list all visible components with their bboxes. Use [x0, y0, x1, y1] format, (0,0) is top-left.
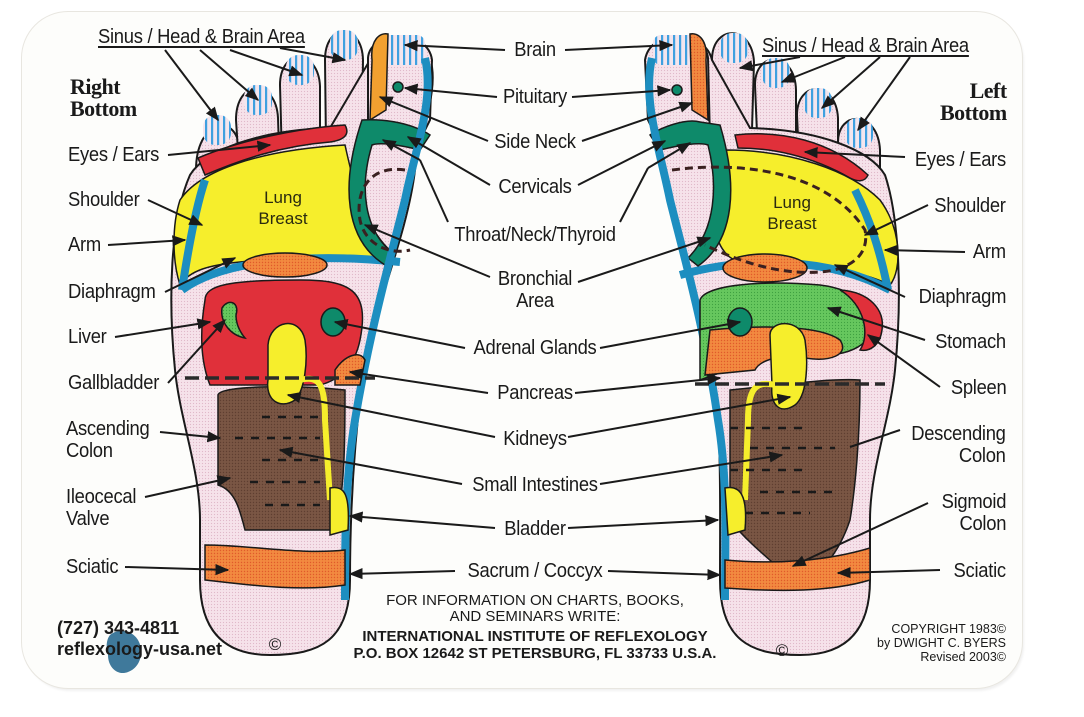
leader-lines: [107, 39, 966, 581]
bronchial-orange: [242, 252, 328, 278]
label-diaphragm-right: Diaphragm: [68, 281, 156, 303]
intestine-dashes: [235, 415, 320, 507]
label-eyes-ears-left: Eyes / Ears: [914, 149, 1006, 171]
label-arm-left: Arm: [973, 241, 1006, 263]
contact-info: (727) 343-4811 reflexology-usa.net: [57, 618, 222, 660]
label-brain: Brain: [514, 39, 556, 61]
pituitary-dot: [392, 81, 404, 93]
stain-blob: [106, 630, 142, 674]
kidney: [266, 322, 307, 405]
label-sinus-left: Sinus / Head & Brain Area: [762, 35, 969, 57]
eyes-ears-band: [734, 133, 869, 182]
label-cervicals: Cervicals: [498, 176, 572, 198]
label-bronchial-area: Bronchial Area: [497, 268, 573, 312]
label-gallbladder: Gallbladder: [68, 372, 160, 394]
label-shoulder-right: Shoulder: [68, 189, 140, 211]
adrenal-gland: [320, 307, 346, 337]
po-box-address: P.O. BOX 12642 ST PETERSBURG, FL 33733 U…: [353, 645, 717, 662]
label-adrenal-glands: Adrenal Glands: [473, 337, 597, 359]
right-bottom-title: Right Bottom: [70, 74, 137, 121]
label-pancreas: Pancreas: [497, 382, 573, 404]
label-spleen: Spleen: [950, 377, 1006, 399]
thyroid-dashed: [357, 167, 411, 253]
institute-name: INTERNATIONAL INSTITUTE OF REFLEXOLOGY: [362, 628, 708, 645]
ureter: [742, 380, 776, 501]
label-shoulder-left: Shoulder: [934, 195, 1007, 217]
website-link[interactable]: reflexology-usa.net: [57, 639, 223, 659]
label-side-neck: Side Neck: [494, 131, 576, 153]
label-sigmoid-colon: Sigmoid Colon: [941, 491, 1006, 535]
organ-label-lung-breast-right: Lung Breast: [258, 188, 308, 228]
intestine-dashes: [730, 426, 835, 515]
info-text: FOR INFORMATION ON CHARTS, BOOKS, AND SE…: [386, 592, 684, 625]
shoulder-line: [851, 188, 892, 291]
bladder: [329, 486, 350, 536]
label-sciatic-left: Sciatic: [953, 560, 1007, 582]
gallbladder: [221, 301, 247, 340]
label-sacrum-coccyx: Sacrum / Coccyx: [467, 560, 603, 582]
sinus-stripes: [845, 118, 873, 148]
side-neck-orange: [369, 32, 389, 122]
thyroid-dashed: [671, 165, 868, 274]
copyright-mark-left-foot: ©: [776, 641, 789, 660]
label-diaphragm-left: Diaphragm: [918, 286, 1006, 308]
colon-area: [217, 385, 346, 531]
pituitary-dot: [671, 84, 683, 96]
sciatic-band: [204, 544, 346, 589]
sciatic-band: [724, 546, 871, 592]
label-kidneys: Kidneys: [503, 428, 567, 450]
sinus-stripes: [203, 115, 231, 145]
organ-label-lung-breast-left: Lung Breast: [767, 193, 817, 233]
label-liver: Liver: [68, 326, 107, 348]
label-sinus-right: Sinus / Head & Brain Area: [98, 26, 305, 48]
label-arm-right: Arm: [68, 234, 101, 256]
phone-number[interactable]: (727) 343-4811: [57, 618, 180, 638]
left-bottom-title: Left Bottom: [940, 78, 1007, 125]
bladder: [724, 486, 747, 536]
label-small-intestines: Small Intestines: [472, 474, 598, 496]
kidney: [769, 322, 808, 410]
right-foot: [170, 30, 434, 657]
label-sciatic-right: Sciatic: [66, 556, 119, 578]
left-foot: [643, 32, 900, 657]
sinus-stripes: [330, 30, 358, 60]
spine-line: [645, 57, 730, 601]
copyright-mark-right-foot: ©: [269, 635, 282, 654]
eyes-ears-band: [197, 124, 348, 176]
label-descending-colon: Descending Colon: [911, 423, 1007, 467]
label-eyes-ears-right: Eyes / Ears: [68, 144, 160, 166]
shoulder-line: [178, 178, 209, 291]
sinus-stripes: [720, 33, 748, 63]
label-pituitary: Pituitary: [503, 86, 567, 108]
side-neck-orange: [689, 32, 709, 122]
label-bladder: Bladder: [504, 518, 566, 540]
label-ileocecal-valve: Ileocecal Valve: [66, 486, 137, 530]
institute-address: INTERNATIONAL INSTITUTE OF REFLEXOLOGY P…: [330, 628, 740, 662]
copyright-notice: COPYRIGHT 1983© by DWIGHT C. BYERS Revis…: [877, 622, 1006, 664]
label-stomach: Stomach: [935, 331, 1006, 353]
label-throat-neck-thyroid: Throat/Neck/Thyroid: [454, 224, 616, 246]
label-ascending-colon: Ascending Colon: [66, 418, 150, 462]
